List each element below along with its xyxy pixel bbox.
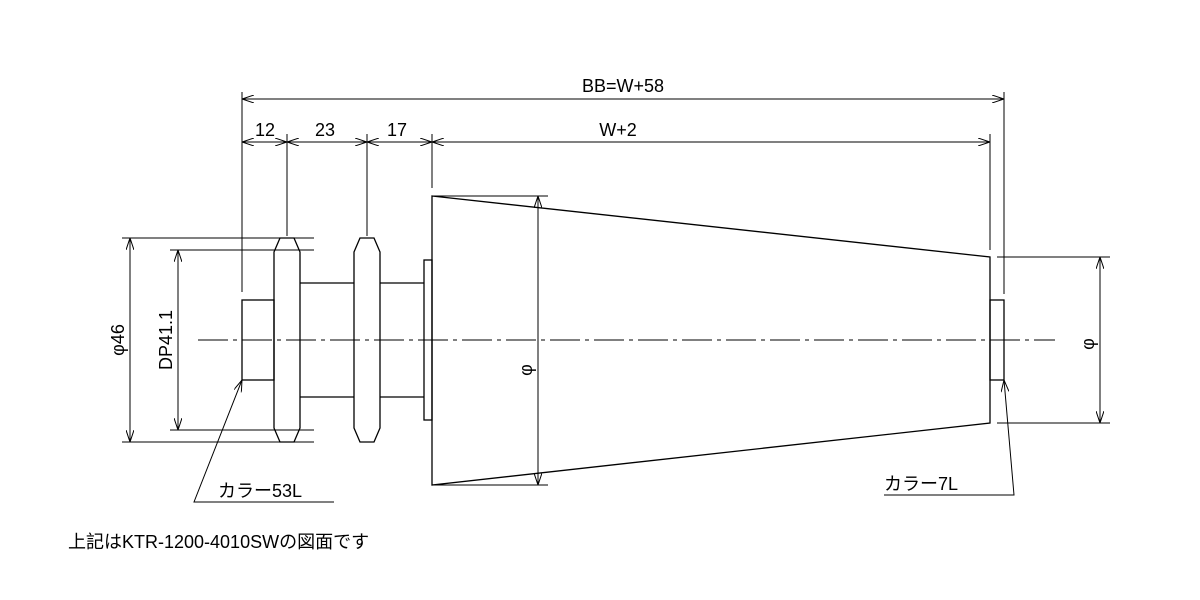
dim-dp-label: DP41.1 <box>156 310 176 370</box>
dim-roller-dia-label: φ <box>516 364 536 376</box>
sprocket-2 <box>353 237 381 443</box>
dim-end-dia-label: φ <box>1078 338 1098 350</box>
leader-collar-7l <box>884 380 1015 496</box>
dim-12-label: 12 <box>255 120 275 140</box>
dim-23-label: 23 <box>315 120 335 140</box>
dim-w2-label: W+2 <box>599 120 637 140</box>
dim-phi46-label: φ46 <box>108 324 128 356</box>
dim-17-label: 17 <box>387 120 407 140</box>
collar-7l <box>989 299 1005 381</box>
dim-overall-label: BB=W+58 <box>582 76 664 96</box>
label-collar-53l: カラー53L <box>218 481 302 501</box>
drawing-note: 上記はKTR-1200-4010SWの図面です <box>68 532 370 552</box>
leader-collar-53l <box>193 380 334 503</box>
label-collar-7l: カラー7L <box>884 474 958 494</box>
tapered-roller <box>431 195 991 486</box>
